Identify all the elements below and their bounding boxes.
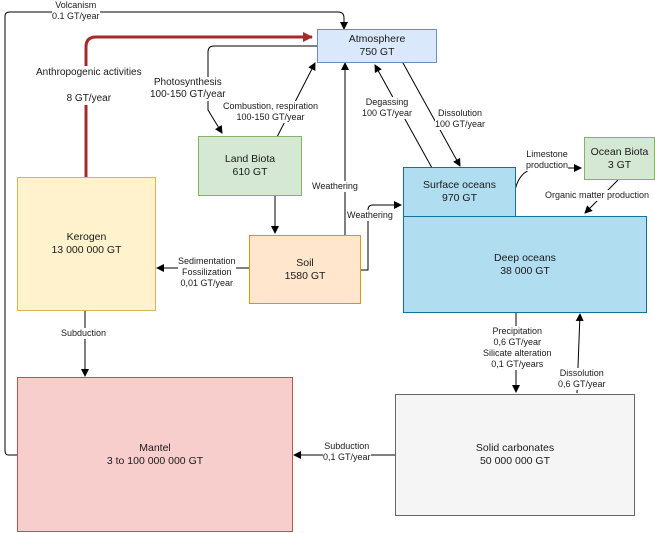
- atmosphere-value: 750 GT: [359, 46, 395, 58]
- ocean-biota-name: Ocean Biota: [590, 145, 649, 158]
- photosynthesis-arrow: [207, 45, 317, 134]
- ocean-biota-value: 3 GT: [607, 158, 632, 171]
- volcanism-arrow: [4, 11, 348, 456]
- land-biota-name: Land Biota: [224, 153, 276, 165]
- soil-value: 1580 GT: [284, 269, 326, 282]
- atmosphere-name: Atmosphere: [348, 33, 406, 45]
- weathering-atmosphere-arrow: [334, 62, 349, 237]
- anthropogenic-arrow: [84, 32, 313, 177]
- weathering-left-label: Weathering: [312, 181, 358, 192]
- atmosphere-node[interactable]: Atmosphere 750 GT: [317, 29, 437, 63]
- solid-carbonates-node[interactable]: Solid carbonates 50 000 000 GT: [395, 394, 635, 516]
- kerogen-value: 13 000 000 GT: [51, 244, 122, 256]
- mantel-name: Mantel: [139, 441, 171, 454]
- surface-oceans-name: Surface oceans: [423, 179, 496, 191]
- deep-oceans-node[interactable]: Deep oceans 38 000 GT: [403, 216, 647, 313]
- subduction-left-label: Subduction: [61, 328, 107, 339]
- surface-oceans-node[interactable]: Surface oceans 970 GT: [403, 167, 516, 217]
- mantel-node[interactable]: Mantel 3 to 100 000 000 GT: [17, 377, 293, 532]
- kerogen-name: Kerogen: [66, 231, 107, 243]
- organic-matter-label: Organic matter production: [545, 190, 650, 201]
- weathering-right-label: Weathering: [347, 210, 393, 221]
- solid-carbonates-value: 50 000 000 GT: [479, 455, 551, 467]
- soil-name: Soil: [296, 256, 314, 269]
- limestone-arrow: [514, 164, 582, 191]
- solid-carbonates-name: Solid carbonates: [475, 442, 555, 454]
- land-biota-node[interactable]: Land Biota 610 GT: [198, 136, 302, 196]
- deep-oceans-value: 38 000 GT: [500, 264, 550, 277]
- anthropogenic-label: Anthropogenic activities 8 GT/year: [36, 66, 142, 105]
- weathering-ocean-arrow: [361, 201, 402, 271]
- kerogen-node[interactable]: Kerogen 13 000 000 GT: [17, 177, 156, 311]
- dissolution-top-arrow: [402, 62, 461, 167]
- combustion-arrow: [276, 62, 316, 138]
- mantel-value: 3 to 100 000 000 GT: [106, 454, 204, 467]
- soil-node[interactable]: Soil 1580 GT: [249, 235, 361, 304]
- ocean-biota-node[interactable]: Ocean Biota 3 GT: [584, 137, 655, 180]
- deep-oceans-name: Deep oceans: [494, 251, 556, 264]
- surface-oceans-value: 970 GT: [441, 192, 478, 204]
- land-biota-value: 610 GT: [232, 166, 268, 178]
